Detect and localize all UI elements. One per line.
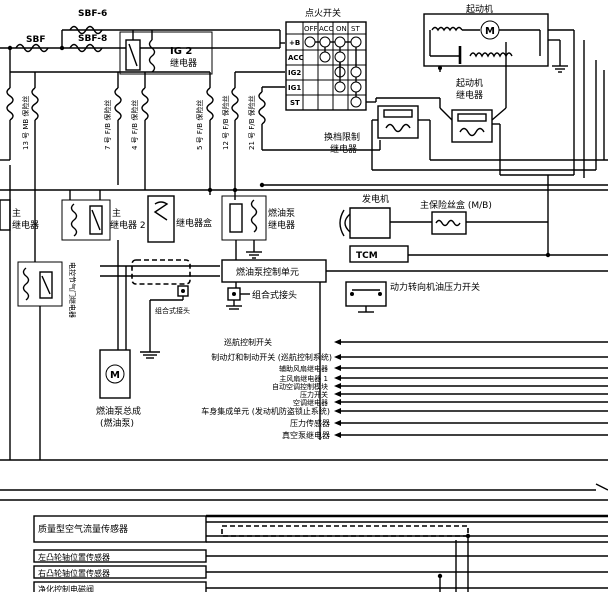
shift-relay-line1: 换档限制 — [324, 131, 360, 143]
input-label-9: 真空泵继电器 — [282, 430, 330, 440]
main-fuse-box-label: 主保险丝盒 (M/B) — [420, 199, 492, 211]
input-label-1: 制动灯和制动开关 (巡航控制系统) — [211, 352, 332, 362]
ecm-input-list: 巡航控制开关 制动灯和制动开关 (巡航控制系统) 辅助风扇继电器 主风扇继电器 … — [201, 337, 608, 440]
fuel-pump-relay: 燃油泵 继电器 — [221, 195, 295, 259]
power-bus — [0, 29, 285, 73]
sbf-label: SBF — [26, 35, 46, 45]
ps-pressure-switch: 动力转向机油压力开关 — [345, 281, 480, 313]
input-cruise-switch: 巡航控制开关 — [224, 337, 608, 347]
input-label-4: 自动空调控制模块 — [272, 382, 328, 391]
sbf6-fuse: SBF-6 — [69, 9, 107, 35]
sbf-fuse: SBF — [15, 35, 49, 53]
input-main-fan-relay: 主风扇继电器 1 — [279, 374, 608, 383]
purge-valve-label: 净化控制电磁阀 — [38, 584, 94, 592]
tcm-label: TCM — [356, 251, 378, 261]
ig-col-st: ST — [351, 25, 360, 33]
fuse-13-label: 13 号 MB 保险丝 — [21, 96, 30, 150]
fuse-7-label: 7 号 F/B 保险丝 — [103, 100, 112, 150]
ig2-relay: IG 2 继电器 — [119, 30, 213, 75]
fuel-pump-relay-line1: 燃油泵 — [268, 207, 295, 219]
fuel-pump-ctrl-label: 燃油泵控制单元 — [236, 266, 299, 278]
starter-relay-line2: 继电器 — [456, 89, 483, 101]
joint-connector: 组合式接头 — [226, 287, 297, 310]
ig-row-b: +B — [289, 39, 300, 47]
joint-connector-label: 组合式接头 — [252, 289, 297, 301]
maf-sensor-label: 质量型空气流量传感器 — [38, 523, 128, 535]
fuse-columns-mid: 12 号 F/B 保险丝 21 号 F/B 保险丝 — [221, 71, 608, 200]
input-body-control-unit: 车身集成单元 (发动机防盗锁止系统) — [201, 406, 608, 416]
throttle-relay: 电控节气门继电器 — [17, 261, 77, 318]
generator: 发电机 — [339, 193, 432, 239]
main-relay-left-line1: 主 — [12, 207, 21, 219]
shield-dashed: 组合式接头 — [100, 259, 220, 359]
input-label-8: 压力传感器 — [290, 418, 330, 428]
ig-row-acc: ACC — [288, 54, 304, 62]
fuse-columns-left: 13 号 MB 保险丝 7 号 F/B 保险丝 4 号 F/B 保险丝 5 号 … — [0, 72, 214, 195]
input-label-3: 主风扇继电器 1 — [279, 374, 328, 383]
main-relay: 主 继电器 2 — [61, 199, 146, 241]
shift-relay: 换档限制 继电器 — [324, 105, 431, 160]
sbf6-label: SBF-6 — [78, 9, 107, 19]
fuel-pump-relay-line2: 继电器 — [268, 219, 295, 231]
fuse-4-label: 4 号 F/B 保险丝 — [130, 100, 139, 150]
ig-col-acc: ACC — [319, 25, 334, 33]
mid-vertical-wires — [0, 165, 608, 461]
sbf8-label: SBF-8 — [78, 34, 107, 44]
fuel-pump-assy-line2: (燃油泵) — [100, 417, 134, 429]
input-label-7: 车身集成单元 (发动机防盗锁止系统) — [201, 406, 330, 416]
main-fuse-box: 主保险丝盒 (M/B) — [420, 199, 548, 235]
input-ac-relay: 空调继电器 — [293, 398, 608, 407]
generator-label: 发电机 — [362, 193, 389, 205]
relay-left-edge: 主 继电器 — [0, 199, 39, 231]
relay-box: 继电器盒 — [147, 195, 212, 243]
ig-col-on: ON — [336, 25, 347, 33]
input-label-5: 压力开关 — [300, 390, 328, 399]
input-aux-fan-relay: 辅助风扇继电器 — [279, 364, 608, 373]
joint-connector-small-label: 组合式接头 — [155, 306, 190, 315]
input-vacuum-pump-relay: 真空泵继电器 — [282, 430, 608, 440]
input-label-6: 空调继电器 — [293, 398, 328, 407]
right-bus-lines — [0, 29, 608, 258]
fuel-pump-assy-line1: 燃油泵总成 — [96, 405, 141, 417]
input-auto-ac-module: 自动空调控制模块 — [272, 382, 608, 391]
starter-title: 起动机 — [466, 3, 493, 15]
ps-switch-label: 动力转向机油压力开关 — [390, 281, 480, 293]
input-label-0: 巡航控制开关 — [224, 337, 272, 347]
fuse-21-label: 21 号 F/B 保险丝 — [247, 95, 256, 150]
input-label-2: 辅助风扇继电器 — [279, 364, 328, 373]
main-relay-left-line2: 继电器 — [12, 219, 39, 231]
fuse-12-label: 12 号 F/B 保险丝 — [221, 95, 230, 150]
input-brake-switch: 制动灯和制动开关 (巡航控制系统) — [211, 352, 608, 362]
bottom-section: 质量型空气流量传感器 左凸轮轴位置传感器 右凸轮轴位置传感器 净化控制电磁阀 — [0, 483, 608, 592]
main-relay-line1: 主 — [112, 207, 121, 219]
fuel-pump-motor-glyph: M — [110, 370, 120, 381]
ig-row-ig1: IG1 — [288, 84, 301, 92]
throttle-relay-label: 电控节气门继电器 — [68, 262, 77, 318]
cam-right-label: 右凸轮轴位置传感器 — [38, 568, 110, 578]
ig-row-ig2: IG2 — [288, 69, 301, 77]
input-pressure-switch: 压力开关 — [300, 390, 608, 399]
tcm-box: TCM — [349, 245, 608, 263]
sbf8-fuse: SBF-8 — [69, 34, 107, 53]
shift-relay-line2: 继电器 — [330, 143, 357, 155]
ignition-switch-title: 点火开关 — [305, 7, 341, 19]
ig2-relay-sub: 继电器 — [170, 57, 197, 69]
starter-motor-glyph: M — [485, 26, 495, 37]
starter-relay: 起动机 继电器 — [439, 42, 507, 143]
ig-row-st: ST — [290, 99, 300, 107]
input-pressure-sensor: 压力传感器 — [290, 418, 608, 428]
fuse-5-label: 5 号 F/B 保险丝 — [195, 100, 204, 150]
ig-col-off: OFF — [304, 25, 318, 33]
main-relay-line2: 继电器 2 — [110, 219, 146, 231]
fuel-pump-control-unit: 燃油泵控制单元 — [221, 240, 608, 296]
starter: 起动机 M — [423, 3, 568, 73]
starter-relay-line1: 起动机 — [456, 77, 483, 89]
cam-left-label: 左凸轮轴位置传感器 — [38, 552, 110, 562]
fuel-pump-assembly: M 燃油泵总成 (燃油泵) — [96, 349, 141, 429]
ig2-relay-name: IG 2 — [170, 46, 192, 57]
ignition-switch: 点火开关 OFF ACC ON ST +B ACC IG2 IG1 ST — [285, 7, 441, 111]
relay-box-label: 继电器盒 — [176, 217, 212, 229]
